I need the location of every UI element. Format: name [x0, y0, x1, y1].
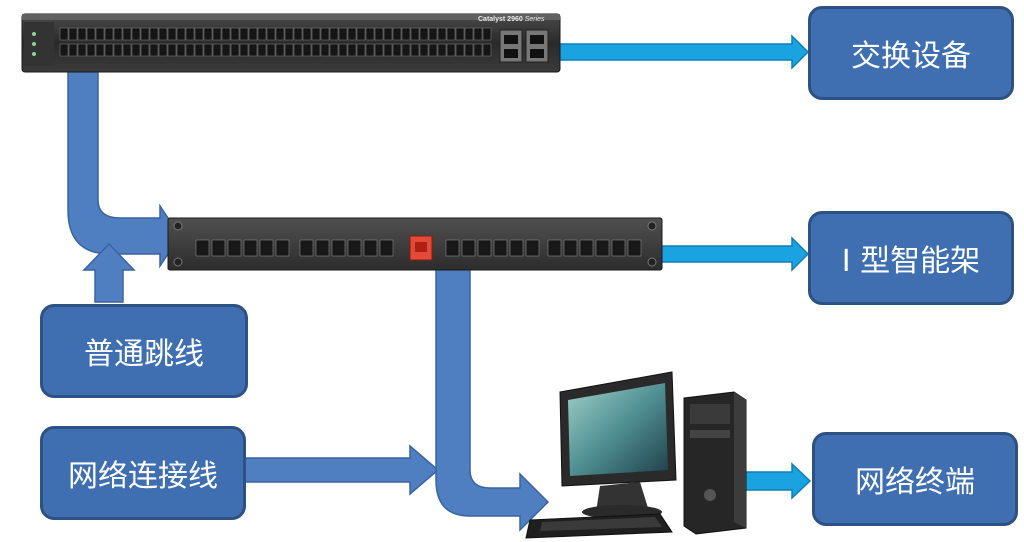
panel-ports [195, 239, 642, 257]
uplink-ports [499, 29, 549, 63]
smart-rack-label-box: I 型智能架 [808, 211, 1014, 305]
rack-label-arrow [659, 236, 810, 272]
network-cable-label: 网络连接线 [68, 459, 218, 494]
switch-label-box: 交换设备 [808, 6, 1014, 100]
switch-brand-label: Catalyst 2960 Series [478, 16, 545, 23]
terminal-label-box: 网络终端 [812, 432, 1018, 526]
patch-panel-device [167, 217, 663, 271]
terminal-label: 网络终端 [855, 465, 975, 500]
panel-to-pc-arrow [435, 261, 550, 532]
switch-label: 交换设备 [851, 39, 971, 74]
switch-to-panel-arrow [67, 69, 181, 269]
switch-label-arrow [554, 34, 810, 70]
patch-cord-label-box: 普通跳线 [40, 304, 248, 398]
network-cable-arrow [244, 444, 440, 496]
smart-rack-label: I 型智能架 [841, 244, 981, 279]
computer-device [525, 371, 747, 539]
switch-device [21, 13, 561, 73]
switch-ports [59, 27, 492, 57]
patch-cord-label: 普通跳线 [84, 337, 204, 372]
patch-cord-up-arrow [82, 242, 136, 303]
terminal-label-arrow [739, 462, 812, 500]
network-cable-label-box: 网络连接线 [40, 426, 246, 520]
